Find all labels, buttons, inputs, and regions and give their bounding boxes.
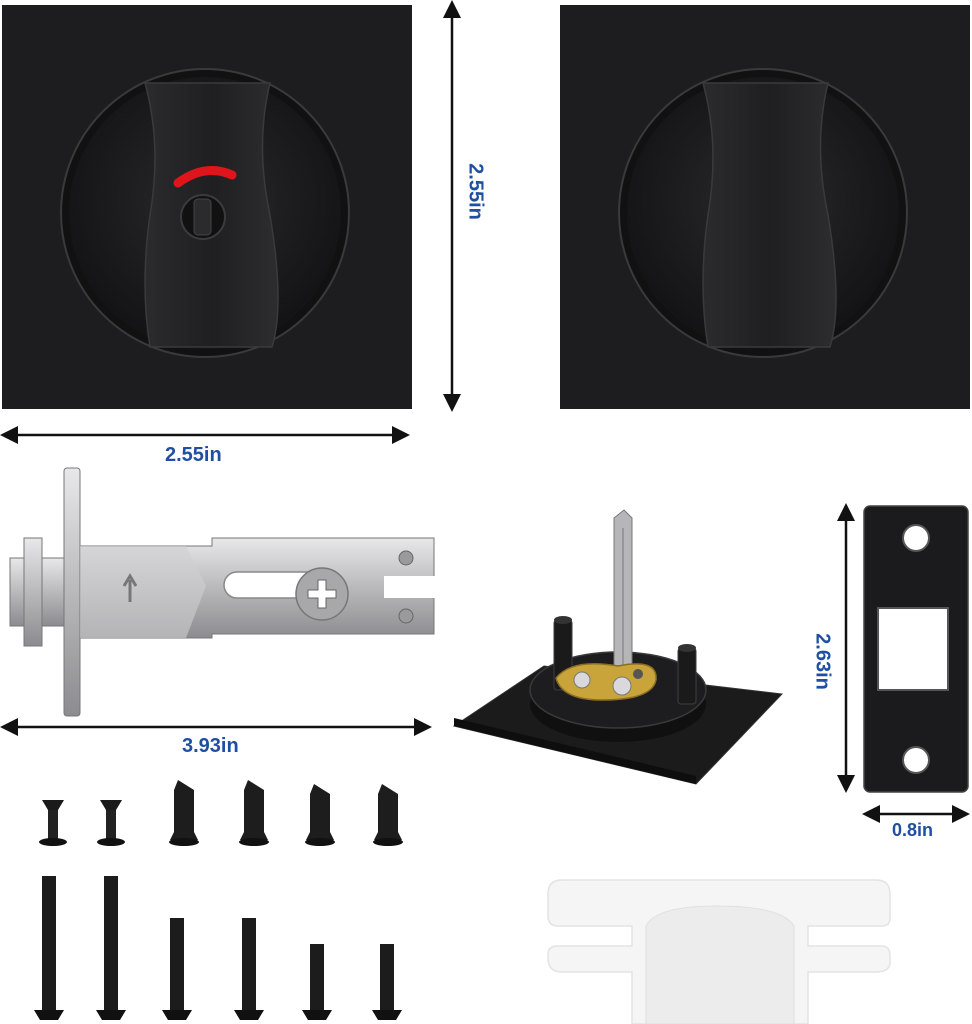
machine-screw-short-2 bbox=[97, 800, 125, 846]
screws-long bbox=[34, 876, 402, 1020]
strike-height-label: 2.63in bbox=[811, 633, 834, 690]
machine-screw-short-1 bbox=[39, 800, 67, 846]
wood-screw-3 bbox=[305, 784, 335, 846]
strike-height-arrow bbox=[837, 503, 855, 793]
strike-width-arrow bbox=[862, 805, 970, 823]
rose-width-arrow bbox=[0, 426, 410, 444]
latch-length-label: 3.93in bbox=[182, 735, 239, 757]
long-bolt-2 bbox=[96, 876, 126, 1020]
tubular-latch bbox=[9, 467, 436, 717]
wood-screw-1 bbox=[169, 780, 199, 846]
red-occupied-indicator bbox=[173, 166, 237, 188]
rose-height-arrow bbox=[443, 0, 461, 412]
long-bolt-1 bbox=[34, 876, 64, 1020]
latch-length-arrow bbox=[0, 718, 432, 736]
privacy-rose-with-indicator bbox=[2, 5, 412, 409]
screws-short bbox=[39, 780, 403, 846]
wood-screw-2 bbox=[239, 780, 269, 846]
medium-bolt-1 bbox=[162, 918, 192, 1020]
passage-rose bbox=[560, 5, 970, 409]
medium-bolt-2 bbox=[234, 918, 264, 1020]
short-bolt-2 bbox=[372, 944, 402, 1020]
short-bolt-1 bbox=[302, 944, 332, 1020]
wood-screw-4 bbox=[373, 784, 403, 846]
rose-height-label: 2.55in bbox=[464, 163, 487, 220]
strike-plate bbox=[863, 505, 969, 793]
install-template bbox=[547, 879, 891, 1024]
rose-width-label: 2.55in bbox=[165, 444, 222, 466]
spindle-base-plate bbox=[452, 509, 784, 785]
strike-width-label: 0.8in bbox=[892, 820, 934, 840]
